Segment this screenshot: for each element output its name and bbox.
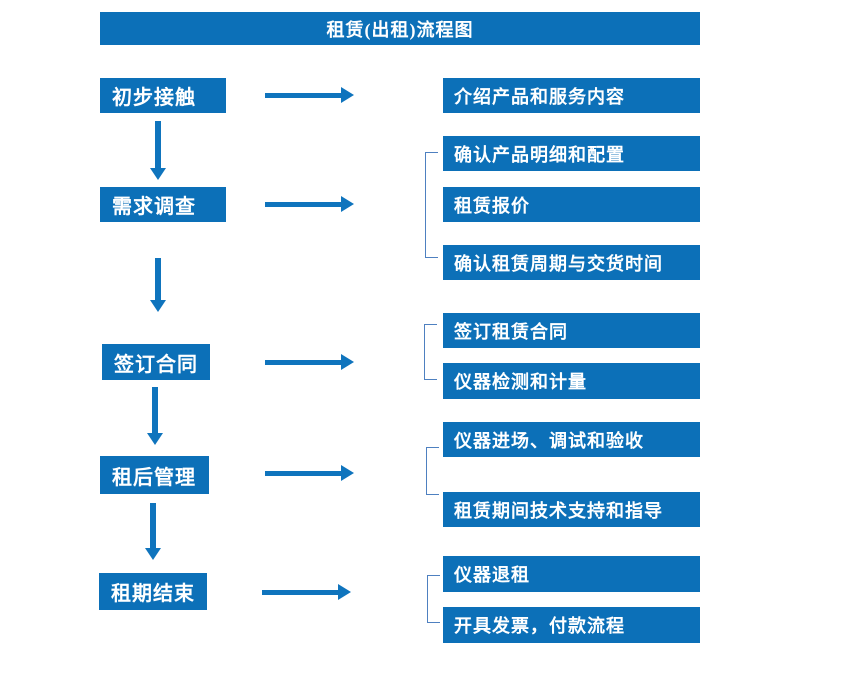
arrow-head xyxy=(150,300,166,312)
right-arrow-icon-2 xyxy=(265,196,354,212)
arrow-shaft xyxy=(155,121,161,168)
output-box-rental-quote: 租赁报价 xyxy=(443,187,700,222)
output-box-confirm-product-details: 确认产品明细和配置 xyxy=(443,136,700,171)
arrow-shaft xyxy=(155,258,161,300)
arrow-head xyxy=(145,548,161,560)
title-bar: 租赁(出租)流程图 xyxy=(100,12,700,45)
group-bracket-post-rental xyxy=(426,447,439,495)
output-box-invoice-payment: 开具发票，付款流程 xyxy=(443,607,700,643)
step-label: 需求调查 xyxy=(112,196,196,218)
right-arrow-icon-3 xyxy=(265,354,354,370)
output-box-confirm-rental-period: 确认租赁周期与交货时间 xyxy=(443,245,700,280)
arrow-shaft xyxy=(265,359,341,365)
group-bracket-lease-end xyxy=(427,575,440,623)
group-bracket-demand-survey xyxy=(425,152,438,258)
arrow-head xyxy=(150,168,166,180)
output-label: 仪器检测和计量 xyxy=(454,372,587,392)
output-box-introduce-products: 介绍产品和服务内容 xyxy=(443,78,700,113)
arrow-head xyxy=(341,196,354,212)
arrow-shaft xyxy=(265,92,341,98)
step-box-sign-contract: 签订合同 xyxy=(102,344,210,380)
down-arrow-icon-4 xyxy=(145,503,161,560)
output-label: 确认产品明细和配置 xyxy=(454,144,625,165)
output-box-tech-support: 租赁期间技术支持和指导 xyxy=(443,492,700,527)
output-label: 介绍产品和服务内容 xyxy=(454,86,625,107)
arrow-shaft xyxy=(152,387,158,433)
group-bracket-sign-contract xyxy=(424,324,437,380)
output-label: 签订租赁合同 xyxy=(454,321,568,342)
right-arrow-icon-4 xyxy=(265,465,354,481)
output-label: 租赁报价 xyxy=(454,195,530,216)
down-arrow-icon-1 xyxy=(150,121,166,180)
step-label: 初步接触 xyxy=(112,87,196,109)
output-box-instrument-testing: 仪器检测和计量 xyxy=(443,363,700,399)
output-label: 开具发票，付款流程 xyxy=(454,616,625,636)
output-box-instrument-entry: 仪器进场、调试和验收 xyxy=(443,422,700,457)
step-box-lease-end: 租期结束 xyxy=(99,573,207,610)
arrow-head xyxy=(341,354,354,370)
arrow-shaft xyxy=(150,503,156,548)
output-label: 仪器进场、调试和验收 xyxy=(454,430,644,451)
arrow-head xyxy=(341,87,354,103)
output-label: 仪器退租 xyxy=(454,565,530,585)
step-box-demand-survey: 需求调查 xyxy=(100,187,226,222)
arrow-head xyxy=(147,433,163,445)
page-title: 租赁(出租)流程图 xyxy=(326,19,474,40)
step-box-initial-contact: 初步接触 xyxy=(100,78,226,113)
arrow-head xyxy=(341,465,354,481)
step-box-post-rental-management: 租后管理 xyxy=(100,456,209,494)
step-label: 签订合同 xyxy=(114,353,198,376)
right-arrow-icon-5 xyxy=(262,584,351,600)
down-arrow-icon-2 xyxy=(150,258,166,312)
right-arrow-icon-1 xyxy=(265,87,354,103)
output-label: 确认租赁周期与交货时间 xyxy=(454,253,663,274)
arrow-shaft xyxy=(265,470,341,476)
output-box-sign-rental-contract: 签订租赁合同 xyxy=(443,313,700,348)
step-label: 租期结束 xyxy=(111,583,195,605)
output-box-instrument-return: 仪器退租 xyxy=(443,556,700,592)
down-arrow-icon-3 xyxy=(147,387,163,445)
step-label: 租后管理 xyxy=(112,466,196,489)
arrow-head xyxy=(338,584,351,600)
output-label: 租赁期间技术支持和指导 xyxy=(454,500,663,521)
arrow-shaft xyxy=(262,589,338,595)
arrow-shaft xyxy=(265,201,341,207)
